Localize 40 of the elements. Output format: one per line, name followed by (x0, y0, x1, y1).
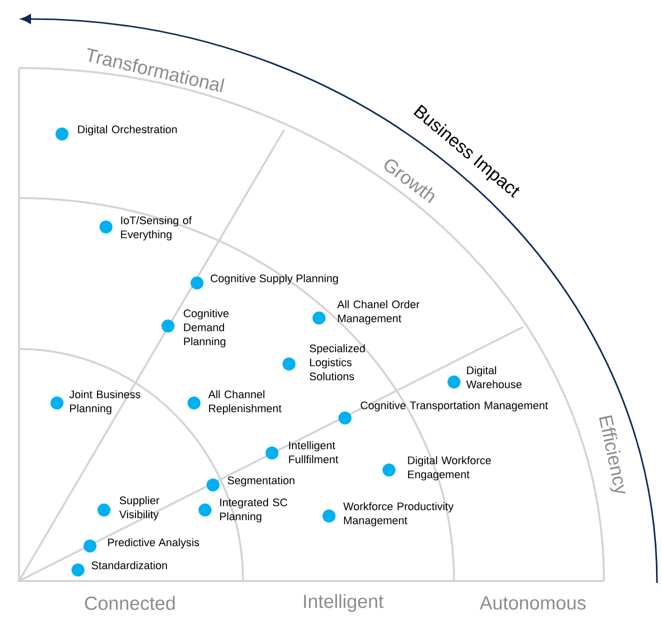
node-label: Cognitive Demand Planning (184, 309, 229, 348)
dot-item: Predictive Analysis (84, 538, 200, 552)
node-label: Digital Workforce Engagement (408, 456, 491, 480)
dot-item: All Chanel Order Management (312, 300, 420, 324)
zone-label: Intelligent (304, 594, 384, 612)
dot-item: Intelligent Fullfilment (266, 441, 338, 464)
node-label: Segmentation (228, 476, 294, 486)
dot-item: Cognitive Supply Planning (190, 274, 338, 290)
dot-item: Digital Workforce Engagement (382, 456, 491, 480)
node-label: Integrated SC Planning (220, 498, 288, 522)
node-label: Supplier Visibility (119, 496, 160, 520)
dot-item: Segmentation (206, 476, 294, 492)
node-label: Workforce Productivity Management (343, 502, 454, 526)
node-label: Cognitive Transportation Management (360, 401, 548, 412)
node-label: IoT/Sensing of Everything (121, 216, 192, 240)
dot-item: All Channel Replenishment (188, 390, 282, 414)
dot-item: Digital Orchestration (56, 125, 177, 140)
dot-item: Digital Warehouse (448, 366, 522, 388)
dot-item: Cognitive Transportation Management (338, 401, 548, 424)
dot-item: Specialized Logistics Solutions (282, 344, 365, 380)
zone-label: Autonomous (480, 596, 586, 610)
node-label: Predictive Analysis (108, 538, 200, 548)
node-label: Joint Business Planning (69, 390, 140, 414)
node-label: Specialized Logistics Solutions (310, 344, 365, 380)
dot-item: Integrated SC Planning (198, 498, 288, 522)
dot-item: Joint Business Planning (50, 390, 140, 414)
node-label: All Channel Replenishment (208, 390, 282, 414)
node-label: Intelligent Fullfilment (289, 441, 338, 464)
dot-item: Standardization (72, 561, 167, 576)
node-label: Digital Orchestration (78, 125, 177, 136)
zone-label: Connected (85, 596, 175, 610)
node-label: Standardization (92, 561, 167, 570)
dot-item: IoT/Sensing of Everything (100, 216, 192, 240)
zone-label: Efficiency (599, 415, 626, 494)
dot-item: Cognitive Demand Planning (162, 309, 229, 348)
node-label: Digital Warehouse (466, 366, 522, 388)
node-label: All Chanel Order Management (337, 300, 420, 324)
node-label: Cognitive Supply Planning (210, 274, 338, 284)
dot-item: Supplier Visibility (98, 496, 160, 520)
dot-item: Workforce Productivity Management (322, 502, 454, 526)
